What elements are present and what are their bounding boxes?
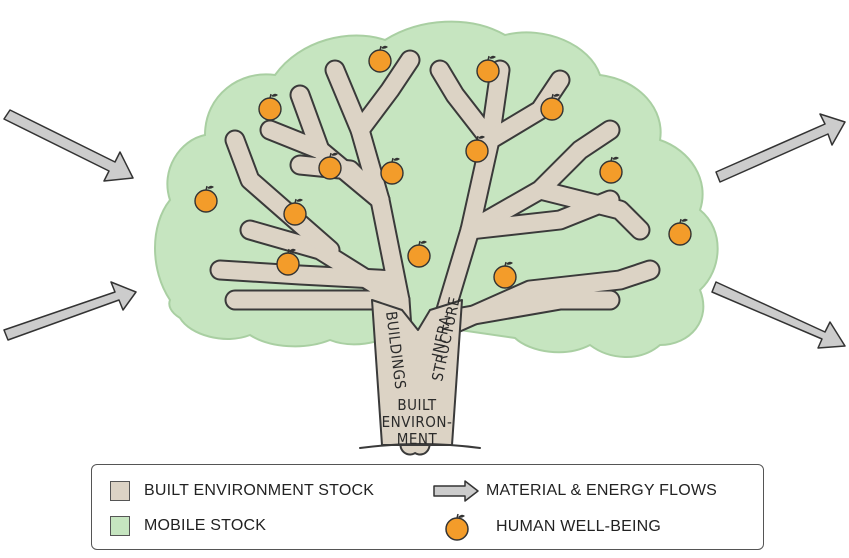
legend-label-built-environment: BUILT ENVIRONMENT STOCK xyxy=(144,482,375,499)
trunk-label-line3: MENT xyxy=(397,430,438,448)
fruit xyxy=(276,248,300,276)
flow-arrows xyxy=(3,109,846,349)
legend-label-well-being: HUMAN WELL-BEING xyxy=(496,518,661,535)
legend-item-mobile-stock: MOBILE STOCK xyxy=(110,516,266,536)
arrow-in-lower xyxy=(3,281,137,341)
fruit xyxy=(368,45,392,73)
built-environment-swatch xyxy=(110,481,130,501)
flow-arrow-icon xyxy=(433,480,479,502)
fruit xyxy=(476,55,500,83)
fruit xyxy=(407,240,431,268)
fruit xyxy=(493,261,517,289)
legend: BUILT ENVIRONMENT STOCK MOBILE STOCK MAT… xyxy=(91,464,764,550)
trunk-label-line1: BUILT xyxy=(397,396,437,414)
fruit xyxy=(283,198,307,226)
tree-built-environment xyxy=(209,49,661,456)
trunk-label-line2: ENVIRON- xyxy=(382,413,453,431)
fruit xyxy=(668,218,692,246)
fruit xyxy=(318,152,342,180)
legend-item-well-being: HUMAN WELL-BEING xyxy=(442,512,661,542)
legend-label-mobile-stock: MOBILE STOCK xyxy=(144,517,267,534)
fruit-icon xyxy=(445,513,469,541)
fruit xyxy=(380,157,404,185)
fruit xyxy=(465,135,489,163)
arrow-out-upper xyxy=(715,113,846,183)
fruit xyxy=(194,185,218,213)
legend-item-built-environment: BUILT ENVIRONMENT STOCK xyxy=(110,481,374,501)
legend-item-flows: MATERIAL & ENERGY FLOWS xyxy=(432,479,717,503)
arrow-in-upper xyxy=(3,109,134,182)
fruit xyxy=(599,156,623,184)
fruit xyxy=(540,93,564,121)
arrow-out-lower xyxy=(711,281,846,349)
fruit xyxy=(258,93,282,121)
fruits-human-well-being xyxy=(194,45,692,289)
mobile-stock-swatch xyxy=(110,516,130,536)
legend-label-flows: MATERIAL & ENERGY FLOWS xyxy=(486,482,718,499)
